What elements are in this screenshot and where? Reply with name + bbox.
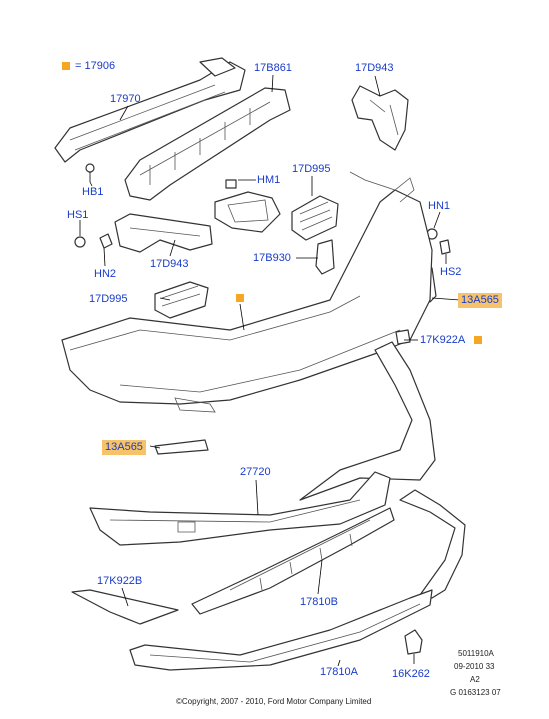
label-17K922A: 17K922A <box>420 334 466 346</box>
label-16K262: 16K262 <box>392 668 430 680</box>
label-17970: 17970 <box>110 93 141 105</box>
bracket-17B930 <box>315 239 335 275</box>
label-17B861: 17B861 <box>254 62 292 74</box>
screw-HS1 <box>74 236 86 248</box>
bolt-HB1 <box>85 163 95 182</box>
label-17810A: 17810A <box>320 666 358 678</box>
fastener-16K262 <box>404 629 423 655</box>
label-17B930: 17B930 <box>253 252 291 264</box>
label-HS2: HS2 <box>440 266 462 278</box>
bracket-17810B <box>191 507 395 615</box>
ref-code-4: G 0163123 07 <box>450 688 501 697</box>
clip-HN2 <box>99 233 113 249</box>
leader-lines <box>79 74 461 667</box>
label-HN1: HN1 <box>428 200 451 212</box>
label-17D995-left: 17D995 <box>89 293 128 305</box>
reflector-17K922A <box>395 329 411 345</box>
lower-valance-27720 <box>89 471 391 546</box>
bracket-17D943-left <box>114 213 213 253</box>
label-HB1: HB1 <box>82 186 104 198</box>
label-HN2: HN2 <box>94 268 117 280</box>
label-HM1: HM1 <box>257 174 281 186</box>
marker-square-center <box>236 294 244 302</box>
label-17D943-top: 17D943 <box>355 62 394 74</box>
label-27720: 27720 <box>240 466 271 478</box>
ref-code-3: A2 <box>470 675 480 684</box>
marker-square-right <box>474 336 482 344</box>
energy-absorber-17B861 <box>124 87 291 201</box>
label-HS1: HS1 <box>67 209 89 221</box>
copyright: ©Copyright, 2007 - 2010, Ford Motor Comp… <box>176 697 372 706</box>
bracket-center <box>214 191 281 233</box>
lower-cover-right <box>299 341 436 501</box>
label-17D995-top: 17D995 <box>292 163 331 175</box>
diffuser-17810A <box>129 589 433 671</box>
label-13A565-left: 13A565 <box>102 440 146 455</box>
label-13A565-right: 13A565 <box>458 293 502 308</box>
reflector-17K922B <box>71 589 179 625</box>
nut-HM1 <box>225 179 237 189</box>
reflector-13A565-left <box>154 439 209 455</box>
bracket-17D995-left <box>154 281 209 319</box>
label-17D943-left: 17D943 <box>150 258 189 270</box>
label-17810B: 17810B <box>300 596 338 608</box>
reinforcement-beam-17970 <box>54 57 246 163</box>
legend-text: = 17906 <box>75 60 116 72</box>
bumper-cover <box>61 171 433 413</box>
legend-square <box>62 62 70 70</box>
ref-code-2: 09-2010 33 <box>454 662 495 671</box>
bracket-17D995-top <box>291 195 339 241</box>
ref-code-1: 5011910A <box>458 649 494 658</box>
diffuser-strip-right <box>399 489 466 599</box>
bracket-17D943-top <box>351 85 409 151</box>
label-17K922B: 17K922B <box>97 575 143 587</box>
